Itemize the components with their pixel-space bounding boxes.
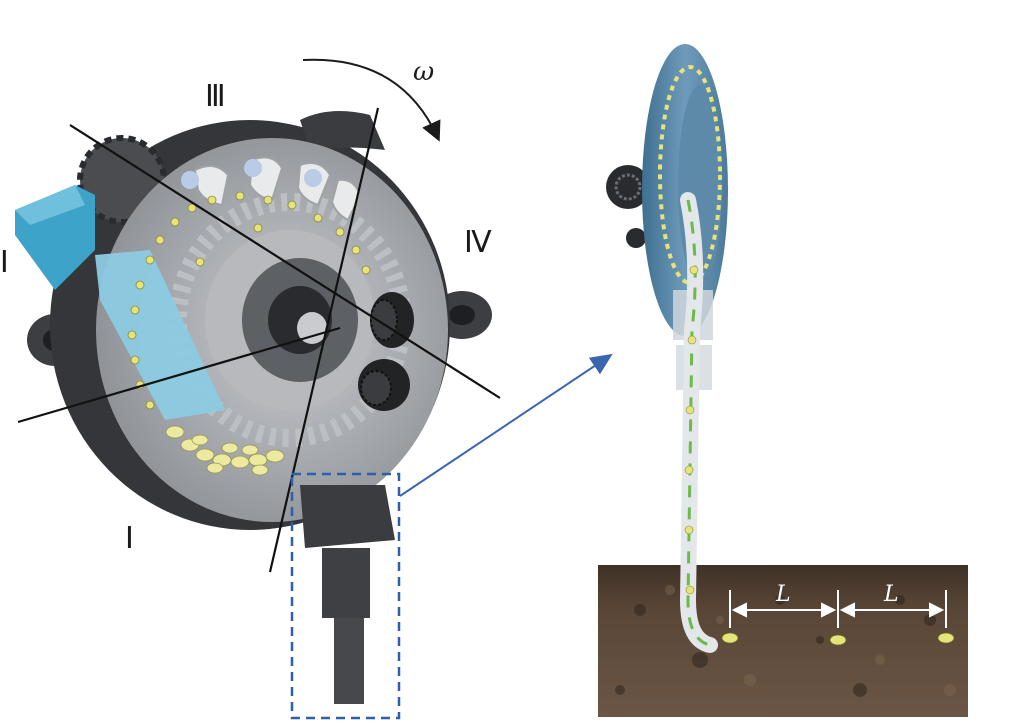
zone-label-2: Ⅱ: [0, 246, 9, 279]
zone-label-3: Ⅲ: [205, 80, 226, 113]
seed-row: [127, 191, 371, 410]
top-boss: [300, 111, 385, 150]
planted-seeds: [721, 632, 955, 646]
metering-device: [15, 111, 492, 704]
zone-label-1: Ⅰ: [125, 522, 134, 555]
seed-pile: [165, 425, 285, 476]
spacing-markers: [729, 590, 947, 628]
soil-block: [598, 565, 968, 717]
fan-icon: [370, 292, 414, 348]
rotation-arrow-icon: [302, 58, 441, 142]
rotation-label: ω: [413, 57, 434, 87]
zone-label-4: Ⅳ: [464, 226, 492, 259]
outlet-pipe: [300, 485, 395, 704]
fan-icon: [358, 359, 410, 411]
connector-arrow: [399, 353, 613, 497]
spacing-label-1: L: [775, 582, 791, 607]
zone-dividers: [17, 107, 501, 573]
gauge-wheel: [606, 165, 650, 209]
seed-guard: [95, 250, 225, 420]
detail-box: [290, 472, 401, 720]
planter-view: [598, 44, 968, 717]
spacing-label-2: L: [883, 582, 899, 607]
